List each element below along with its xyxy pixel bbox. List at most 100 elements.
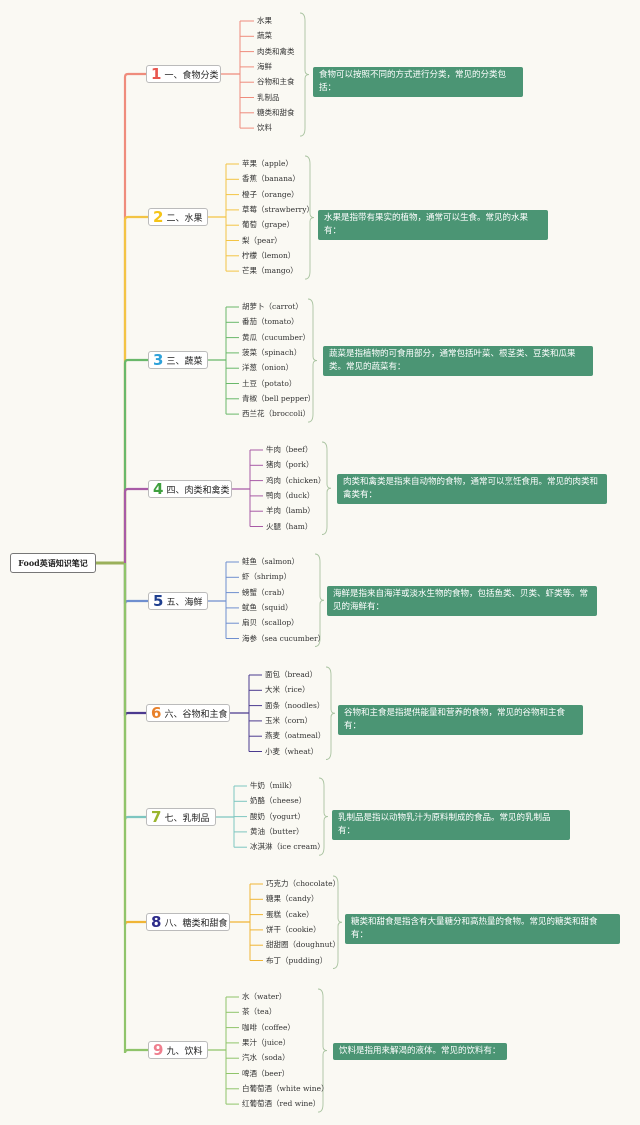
summary-note[interactable]: 饮料是指用来解渴的液体。常见的饮料有： [333, 1043, 507, 1060]
item-label[interactable]: 面包（bread） [265, 670, 318, 679]
summary-note[interactable]: 谷物和主食是指提供能量和营养的食物，常见的谷物和主食有： [338, 705, 583, 735]
item-label[interactable]: 布丁（pudding） [266, 955, 328, 965]
item-label[interactable]: 糖果（candy） [266, 894, 319, 904]
summary-note[interactable]: 水果是指带有果实的植物，通常可以生食。常见的水果有： [318, 210, 548, 240]
item-label[interactable]: 扇贝（scallop） [242, 618, 299, 628]
item-label[interactable]: 羊肉（lamb） [266, 506, 315, 516]
branch-connector [123, 487, 148, 563]
item-label[interactable]: 青椒（bell pepper） [242, 393, 316, 403]
item-label[interactable]: 谷物和主食 [257, 77, 295, 87]
branch-title: 五、海鲜 [166, 597, 203, 608]
summary-note[interactable]: 海鲜是指来自海洋或淡水生物的食物，包括鱼类、贝类、虾类等。常见的海鲜有： [327, 586, 597, 616]
summary-brace [321, 441, 332, 535]
branch-number: 4 [153, 479, 164, 498]
item-label[interactable]: 黄瓜（cucumber） [242, 332, 310, 342]
summary-note[interactable]: 乳制品是指以动物乳汁为原料制成的食品。常见的乳制品有： [332, 810, 570, 840]
item-label[interactable]: 胡萝卜（carrot） [242, 302, 303, 311]
item-label[interactable]: 橙子（orange） [242, 189, 299, 199]
branch-title: 四、肉类和禽类 [166, 485, 230, 496]
summary-note[interactable]: 肉类和禽类是指来自动物的食物，通常可以烹饪食用。常见的肉类和禽类有： [337, 474, 607, 504]
item-label[interactable]: 红葡萄酒（red wine） [242, 1099, 321, 1109]
item-label[interactable]: 牛肉（beef） [266, 445, 313, 454]
item-label[interactable]: 螃蟹（crab） [242, 587, 290, 597]
item-label[interactable]: 肉类和禽类 [257, 46, 295, 56]
item-label[interactable]: 啤酒（beer） [242, 1068, 290, 1078]
branch-title: 九、饮料 [166, 1046, 203, 1057]
summary-brace [314, 553, 325, 647]
item-label[interactable]: 海鲜 [257, 61, 272, 71]
item-label[interactable]: 苹果（apple） [242, 159, 293, 168]
item-label[interactable]: 鲑鱼（salmon） [242, 557, 300, 566]
item-label[interactable]: 玉米（corn） [265, 715, 313, 725]
item-label[interactable]: 番茄（tomato） [242, 317, 299, 327]
item-label[interactable]: 猪肉（pork） [266, 460, 314, 470]
item-label[interactable]: 巧克力（chocolate） [266, 879, 341, 888]
item-label[interactable]: 洋葱（onion） [242, 363, 294, 373]
item-label[interactable]: 鱿鱼（squid） [242, 602, 293, 612]
item-label[interactable]: 奶酪（cheese） [250, 796, 307, 806]
item-label[interactable]: 面条（noodles） [265, 700, 325, 710]
branch-title: 七、乳制品 [164, 813, 210, 824]
item-label[interactable]: 饼干（cookie） [266, 924, 321, 934]
root-node[interactable]: Food英语知识笔记 [10, 553, 96, 573]
item-label[interactable]: 鸭肉（duck） [266, 490, 315, 500]
item-label[interactable]: 柠檬（lemon） [242, 250, 296, 260]
item-label[interactable]: 海参（sea cucumber） [242, 633, 326, 643]
summary-brace [332, 875, 343, 969]
item-label[interactable]: 草莓（strawberry） [242, 204, 314, 214]
item-label[interactable]: 冰淇淋（ice cream） [250, 842, 325, 852]
item-label[interactable]: 蛋糕（cake） [266, 909, 314, 919]
item-label[interactable]: 火腿（ham） [266, 521, 313, 531]
branch-number: 6 [151, 703, 162, 722]
branch-title: 二、水果 [166, 213, 203, 224]
item-label[interactable]: 燕麦（oatmeal） [265, 731, 326, 741]
item-label[interactable]: 咖啡（coffee） [242, 1022, 295, 1032]
branch-number: 2 [153, 207, 164, 226]
item-label[interactable]: 鸡肉（chicken） [266, 475, 326, 485]
item-label[interactable]: 菠菜（spinach） [242, 347, 302, 357]
branch-connector [123, 358, 148, 563]
branch-connector [123, 563, 148, 1054]
item-label[interactable]: 黄油（butter） [250, 826, 304, 836]
branch-title: 三、蔬菜 [166, 356, 203, 367]
item-label[interactable]: 水果 [257, 16, 272, 25]
item-label[interactable]: 虾（shrimp） [242, 572, 292, 582]
item-label[interactable]: 糖类和甜食 [257, 107, 295, 117]
summary-note[interactable]: 食物可以按照不同的方式进行分类，常见的分类包括： [313, 67, 523, 97]
item-label[interactable]: 芒果（mango） [242, 266, 298, 276]
item-label[interactable]: 蔬菜 [257, 31, 272, 41]
item-label[interactable]: 酸奶（yogurt） [250, 811, 305, 821]
item-label[interactable]: 大米（rice） [265, 685, 310, 695]
item-label[interactable]: 水（water） [242, 992, 287, 1001]
item-label[interactable]: 香蕉（banana） [242, 174, 300, 184]
item-label[interactable]: 果汁（juice） [242, 1037, 291, 1047]
item-label[interactable]: 乳制品 [257, 92, 280, 102]
summary-brace [318, 777, 329, 856]
item-label[interactable]: 甜甜圈（doughnut） [266, 940, 340, 950]
item-label[interactable]: 牛奶（milk） [250, 781, 297, 790]
item-label[interactable]: 小麦（wheat） [265, 746, 319, 756]
summary-note[interactable]: 蔬菜是指植物的可食用部分，通常包括叶菜、根茎类、豆类和瓜果类。常见的蔬菜有： [323, 346, 593, 376]
item-label[interactable]: 葡萄（grape） [242, 220, 295, 230]
item-label[interactable]: 土豆（potato） [242, 378, 297, 388]
item-label[interactable]: 汽水（soda） [242, 1053, 290, 1063]
item-label[interactable]: 白葡萄酒（white wine） [242, 1083, 329, 1093]
item-label[interactable]: 饮料 [257, 123, 272, 133]
branch-connector [123, 215, 148, 563]
item-label[interactable]: 西兰花（broccoli） [242, 409, 311, 419]
item-label[interactable]: 梨（pear） [242, 235, 282, 245]
branch-title: 一、食物分类 [164, 70, 219, 81]
item-label[interactable]: 茶（tea） [242, 1007, 277, 1017]
summary-brace [317, 988, 328, 1113]
summary-note[interactable]: 糖类和甜食是指含有大量糖分和高热量的食物。常见的糖类和甜食有： [345, 914, 620, 944]
